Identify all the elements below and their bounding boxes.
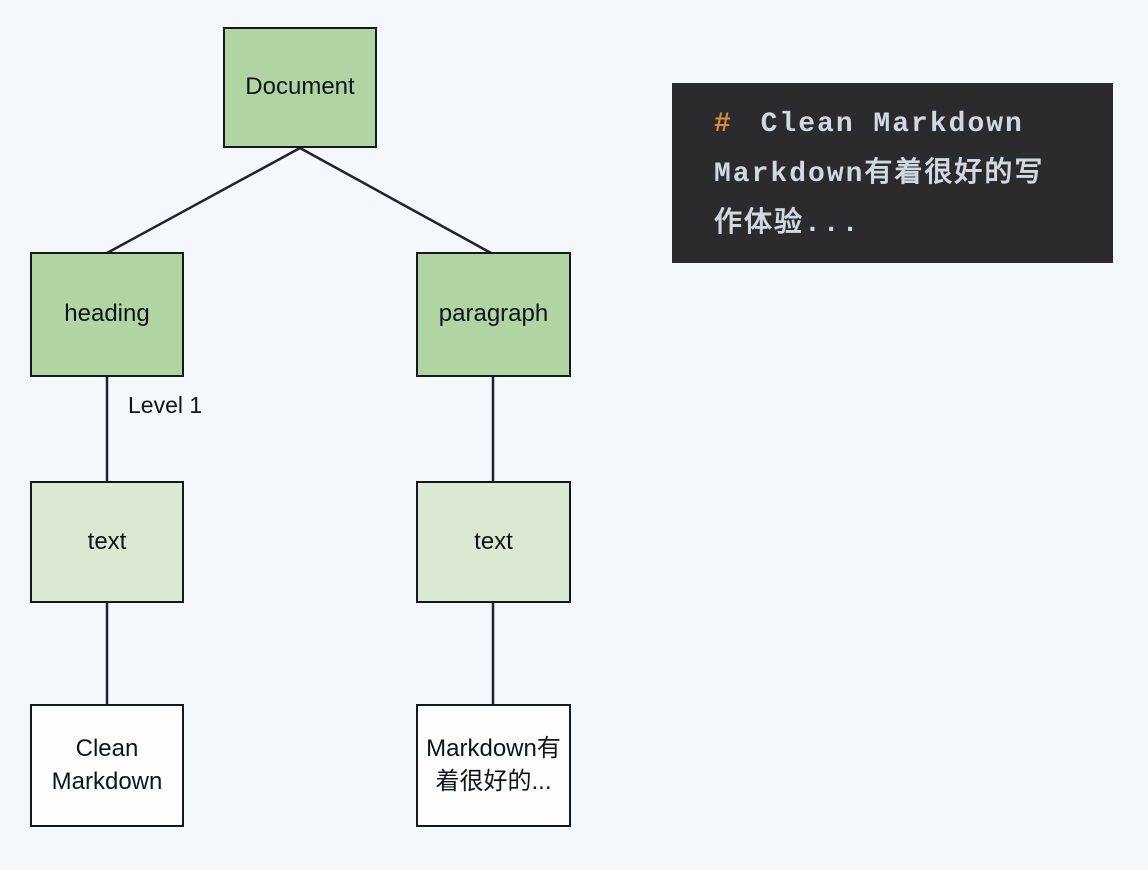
tree-node-document: Document <box>223 27 377 148</box>
edge-document-heading <box>106 146 301 255</box>
edge-label-level-1: Level 1 <box>128 392 203 418</box>
tree-node-text-heading-child: text <box>30 481 184 603</box>
tree-leaf-markdown-text: Markdown有 着很好的... <box>416 704 571 827</box>
tree-node-paragraph: paragraph <box>416 252 571 377</box>
edge-document-paragraph <box>299 146 492 255</box>
code-line-2: Markdown有着很好的写 <box>714 159 1045 190</box>
code-line-1: # Clean Markdown <box>714 100 1099 150</box>
tree-node-heading: heading <box>30 252 184 377</box>
tree-leaf-clean-markdown: Clean Markdown <box>30 704 184 827</box>
code-line-3: 作体验... <box>714 209 861 240</box>
markdown-source-snippet: # Clean Markdown Markdown有着很好的写 作体验... <box>672 83 1113 263</box>
code-line-1-text: Clean Markdown <box>741 109 1024 140</box>
tree-node-text-paragraph-child: text <box>416 481 571 603</box>
markdown-hash-token: # <box>714 109 733 140</box>
